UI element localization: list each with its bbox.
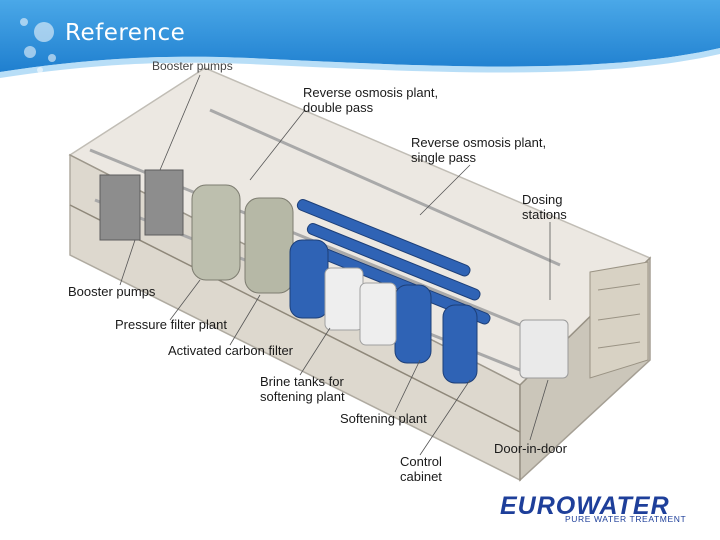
eurowater-logo: EUROWATER xyxy=(500,492,670,520)
label-carbon-filter: Activated carbon filter xyxy=(168,343,294,358)
label-ro-single-pass: Reverse osmosis plant, single pass xyxy=(411,135,547,165)
slide-title: Reference xyxy=(65,20,186,46)
pressure-filter-vessels xyxy=(191,184,294,294)
logo-tagline: PURE WATER TREATMENT xyxy=(565,514,687,524)
softening-vessels xyxy=(289,239,478,384)
label-brine-tanks: Brine tanks for softening plant xyxy=(260,374,345,404)
booster-pump-skid xyxy=(99,169,184,241)
brine-tanks xyxy=(324,267,397,346)
label-dosing-stations: Dosing stations xyxy=(522,192,567,222)
label-booster-pumps-top: Booster pumps xyxy=(152,59,233,73)
label-ro-double-pass: Reverse osmosis plant, double pass xyxy=(303,85,439,115)
label-booster-pumps: Booster pumps xyxy=(68,284,156,299)
door-panels xyxy=(589,261,649,379)
leader-lines xyxy=(119,74,551,456)
label-door-in-door: Door-in-door xyxy=(494,441,567,456)
label-pressure-filter: Pressure filter plant xyxy=(115,317,227,332)
dosing-tanks xyxy=(519,319,569,379)
label-control-cabinet: Control cabinet xyxy=(400,454,442,484)
bubble-decoration xyxy=(20,18,56,73)
label-softening-plant: Softening plant xyxy=(340,411,427,426)
header-band xyxy=(0,0,720,78)
